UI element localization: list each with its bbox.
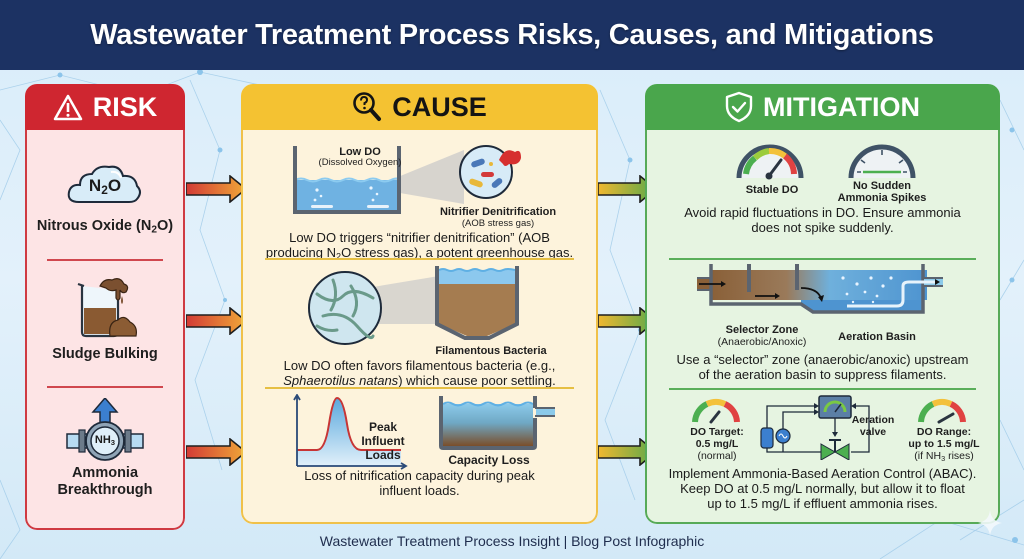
risk-divider (47, 386, 163, 388)
do-target-label: DO Target: 0.5 mg/L (normal) (690, 426, 744, 462)
aeration-valve-label: Aeration valve (851, 414, 895, 438)
mitigation-desc-abac: Implement Ammonia-Based Aeration Control… (668, 466, 977, 511)
n2o-cloud-icon: N2O (65, 162, 145, 208)
sparkle-icon (978, 510, 1002, 536)
aob-stress-gas-label: (AOB stress gas) (461, 218, 535, 229)
aeration-basin-label: Aeration Basin (838, 331, 916, 343)
cause-column-header: CAUSE (241, 84, 598, 130)
sludge-beaker-icon (77, 278, 137, 338)
mitigation-desc-stable-do: Avoid rapid fluctuations in DO. Ensure a… (684, 205, 961, 235)
nitrifier-denitrification-label: Nitrifier Denitrification (439, 206, 557, 218)
cause-desc-sludge-bulking: Low DO often favors filamentous bacteria… (283, 358, 556, 388)
footer-caption: Wastewater Treatment Process Insight | B… (319, 533, 705, 549)
do-range-gauge-icon (918, 399, 966, 424)
risk-label-ammonia-line1: Ammonia (71, 465, 139, 481)
risk-column: RISK N2O Nitrous Oxide (N2O) (25, 84, 185, 530)
cause-desc-nitrous-oxide: Low DO triggers “nitrifier denitrificati… (265, 230, 574, 262)
risk-item-sludge-bulking: Sludge Bulking (27, 276, 183, 363)
filamentous-bacteria-illustration (308, 266, 519, 345)
selector-zone-diagram (697, 264, 943, 314)
low-do-label: Low DO (339, 146, 381, 158)
shield-check-icon (725, 91, 753, 123)
mitigation-column-body: Stable DO No Sudden Ammonia Spikes Avoid… (645, 130, 1000, 524)
warning-triangle-icon (53, 94, 82, 120)
header-banner: Wastewater Treatment Process Risks, Caus… (0, 0, 1024, 70)
risk-label-sludge-bulking: Sludge Bulking (52, 346, 158, 362)
capacity-loss-label: Capacity Loss (448, 453, 530, 467)
mitigation-column-header: MITIGATION (645, 84, 1000, 130)
cause-column: CAUSE Low DO (Dissolved Oxygen) Nitrifie… (241, 84, 598, 524)
cause-column-body: Low DO (Dissolved Oxygen) Nitrifier Deni… (241, 130, 598, 524)
risk-item-nitrous-oxide: N2O Nitrous Oxide (N2O) (27, 162, 183, 239)
mitigation-desc-selector: Use a “selector” zone (anaerobic/anoxic)… (676, 352, 969, 382)
risk-divider (47, 259, 163, 261)
ammonia-flat-gauge-icon (848, 144, 916, 179)
risk-item-ammonia-breakthrough: NH3 Ammonia Breakthrough (27, 398, 183, 499)
selector-zone-label: Selector Zone (Anaerobic/Anoxic) (717, 324, 807, 348)
mitigation-divider (669, 388, 976, 390)
cause-heading: CAUSE (392, 91, 487, 122)
cause-desc-ammonia: Loss of nitrification capacity during pe… (304, 468, 535, 498)
arrow-risk-to-cause-3 (186, 438, 248, 466)
do-target-gauge-icon (692, 399, 740, 424)
do-range-label: DO Range: up to 1.5 mg/L (if NH3 rises) (908, 426, 980, 463)
low-do-tank-illustration (293, 145, 521, 214)
abac-control-loop-diagram (760, 395, 870, 460)
risk-heading: RISK (92, 91, 158, 122)
stable-do-label: Stable DO (745, 184, 799, 196)
cause-divider (265, 258, 574, 260)
peak-influent-loads-label: Peak Influent Loads (361, 420, 405, 462)
ammonia-pipe-icon: NH3 (65, 398, 145, 462)
capacity-loss-tank-icon (439, 396, 555, 450)
risk-label-ammonia-line2: Breakthrough (57, 482, 153, 498)
risk-column-header: RISK (25, 84, 185, 130)
dissolved-oxygen-label: (Dissolved Oxygen) (318, 157, 402, 168)
peak-influent-graph-icon (293, 394, 408, 470)
mitigation-column: MITIGATION Stable DO No Sudden Ammonia S… (645, 84, 1000, 524)
filamentous-bacteria-label: Filamentous Bacteria (435, 345, 547, 357)
risk-label-nitrous-oxide: Nitrous Oxide (N2O) (36, 218, 174, 236)
mitigation-heading: MITIGATION (763, 91, 920, 122)
no-sudden-ammonia-spikes-label: No Sudden Ammonia Spikes (837, 180, 927, 204)
risk-column-body: N2O Nitrous Oxide (N2O) Sludge Bulking (25, 130, 185, 530)
mitigation-divider (669, 258, 976, 260)
arrow-risk-to-cause-1 (186, 175, 248, 203)
question-magnifier-icon (353, 92, 382, 121)
page-title: Wastewater Treatment Process Risks, Caus… (90, 18, 934, 51)
cause-divider (265, 387, 574, 389)
stable-do-gauge-icon (736, 144, 804, 180)
arrow-risk-to-cause-2 (186, 307, 248, 335)
